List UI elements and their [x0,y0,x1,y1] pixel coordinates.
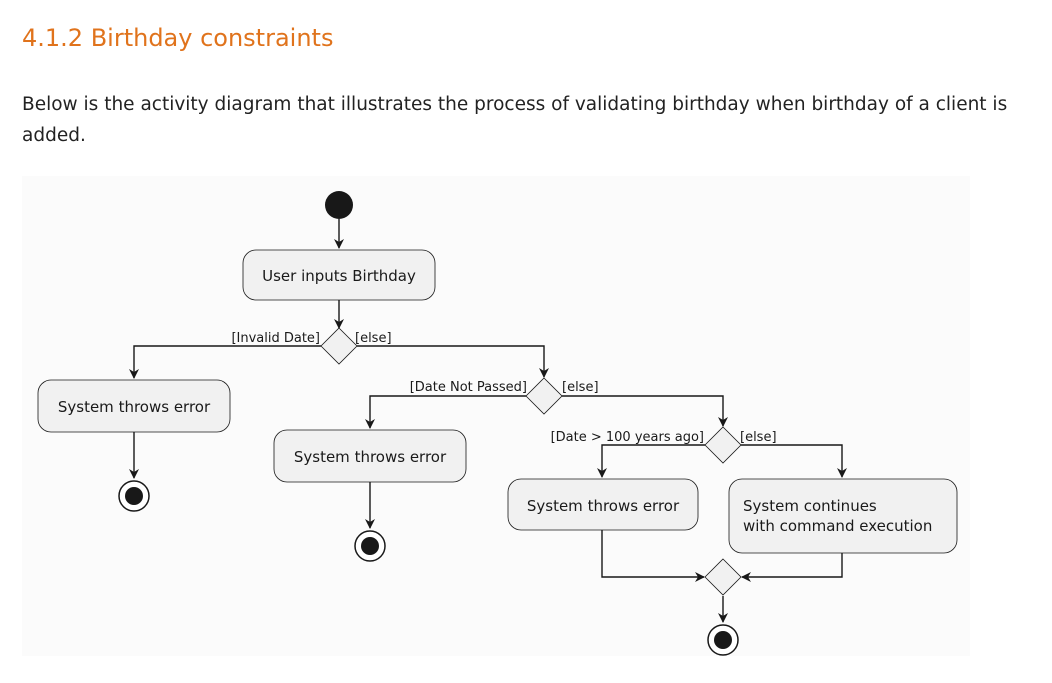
end-node-date-not-passed [354,530,386,562]
end-node-invalid-date [118,480,150,512]
section-heading: 4.1.2 Birthday constraints [22,24,334,52]
action-error-date-not-passed-label: System throws error [294,448,447,466]
flow-else-2 [562,395,728,427]
flow-error-3-to-merge [601,530,705,582]
action-continue-execution-line2: with command execution [743,517,932,535]
guard-invalid-date: [Invalid Date] [231,331,320,346]
action-error-invalid-date-label: System throws error [58,398,211,416]
end-node-final [707,624,739,656]
flow-else-3 [741,444,847,478]
flow-else-1 [357,345,549,378]
action-continue-execution-line1: System continues [743,497,877,515]
action-error-invalid-date [37,379,231,433]
action-continue-execution [728,478,958,554]
decision-date-not-passed [525,377,563,415]
action-user-inputs-birthday-label: User inputs Birthday [262,267,416,285]
guard-over-100-years: [Date > 100 years ago] [551,430,704,445]
guard-else-2: [else] [562,380,599,395]
guard-date-not-passed: [Date Not Passed] [410,380,527,395]
flow-over-100-years [597,444,705,478]
decision-over-100-years [704,426,742,464]
flow-date-not-passed [365,395,526,429]
action-error-over-100-years-label: System throws error [527,497,680,515]
action-error-over-100-years [507,478,699,531]
guard-else-1: [else] [355,331,392,346]
guard-else-3: [else] [740,430,777,445]
merge-node [704,558,742,596]
decision-invalid-date [320,327,358,365]
action-user-inputs-birthday [242,249,436,301]
flow-continue-to-merge [741,553,843,582]
intro-paragraph: Below is the activity diagram that illus… [22,94,1008,146]
start-node [325,191,353,219]
flow-invalid-date [129,345,321,379]
action-error-date-not-passed [273,429,467,483]
